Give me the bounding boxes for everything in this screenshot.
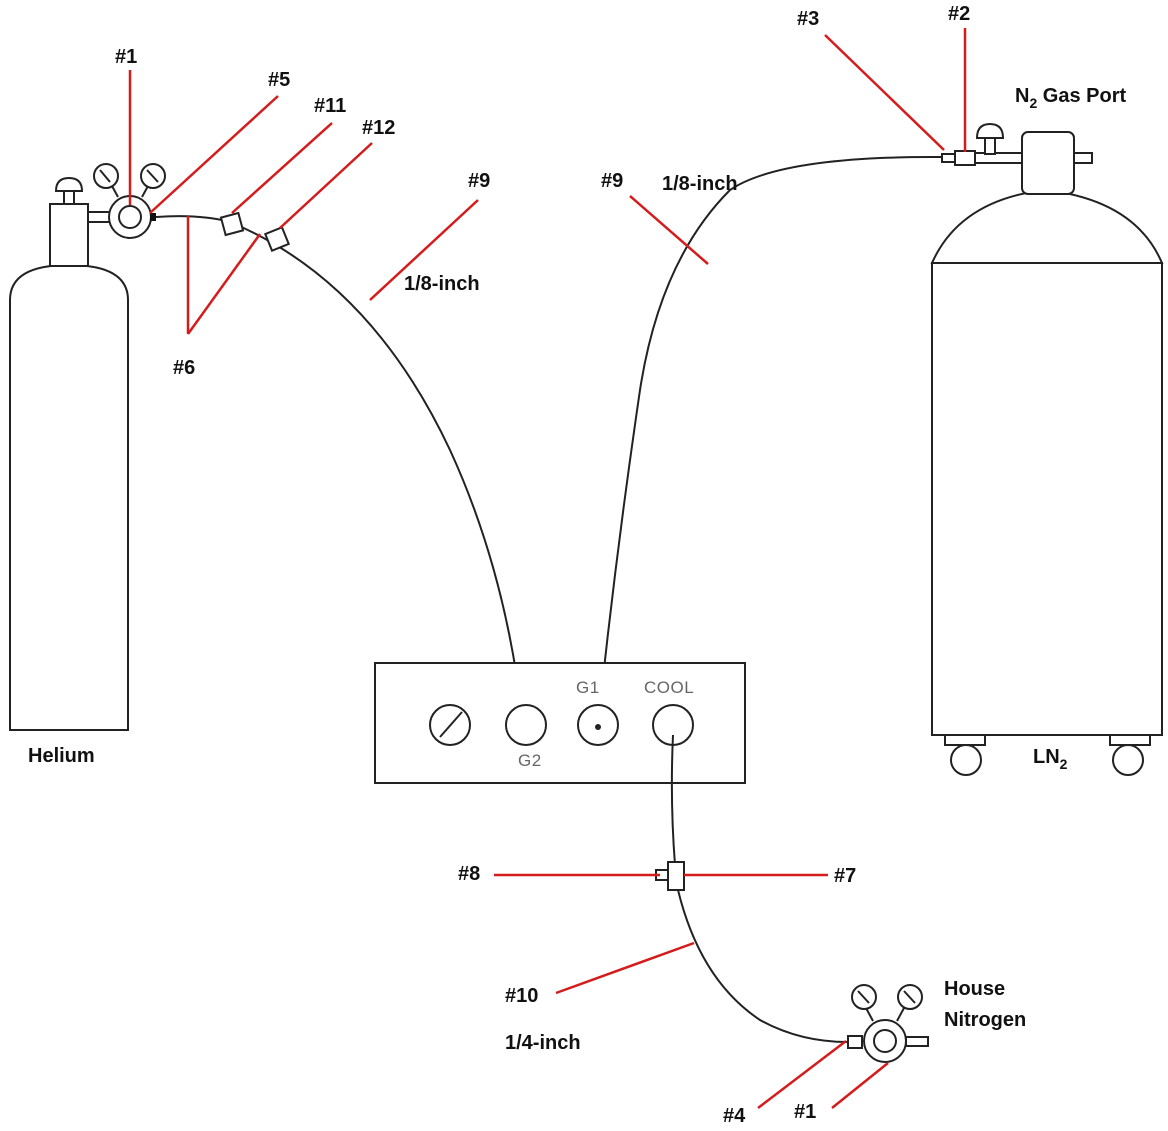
callout-1-top: #1 — [115, 46, 137, 68]
leader-10 — [555, 941, 695, 995]
helium-label: Helium — [28, 745, 95, 767]
panel-label-g2: G2 — [518, 751, 542, 770]
size-left-tube: 1/8-inch — [404, 273, 480, 295]
callout-6: #6 — [173, 357, 195, 379]
cool-tube — [670, 734, 676, 866]
leader-3 — [824, 34, 945, 151]
callout-7: #7 — [834, 865, 856, 887]
callout-3: #3 — [797, 8, 819, 30]
callout-10: #10 — [505, 985, 538, 1007]
leader-5 — [149, 95, 279, 214]
callout-1-bottom: #1 — [794, 1101, 816, 1123]
ln2-port-fitting-2 — [954, 150, 976, 166]
fitting-11 — [219, 211, 245, 237]
size-bottom-tube: 1/4-inch — [505, 1032, 581, 1054]
n2-gas-port-label: N2 Gas Port — [1015, 85, 1127, 111]
helium-regulator — [93, 163, 166, 239]
size-right-tube: 1/8-inch — [662, 173, 738, 195]
fitting-12 — [263, 225, 291, 253]
leader-6-b — [186, 233, 262, 335]
leader-1-bottom — [831, 1062, 889, 1109]
house-nitrogen-label-line2: Nitrogen — [944, 1009, 1026, 1031]
callout-5: #5 — [268, 69, 290, 91]
ln2-wheel-left — [950, 744, 982, 776]
leader-lines — [128, 28, 967, 1109]
bottom-tube-1-4-inch — [677, 889, 849, 1043]
callout-4: #4 — [723, 1105, 746, 1127]
house-nitrogen-regulator — [847, 984, 929, 1063]
panel-port-g2 — [505, 704, 547, 746]
leader-9-left — [369, 199, 479, 301]
leader-12 — [279, 142, 373, 229]
callout-9-left: #9 — [468, 170, 490, 192]
callout-8: #8 — [458, 863, 480, 885]
house-nitrogen-label-line1: House — [944, 978, 1005, 1000]
ln2-dewar — [930, 122, 1164, 776]
callout-9-right: #9 — [601, 170, 623, 192]
tee-fitting — [655, 861, 685, 891]
leader-9-right — [629, 195, 709, 265]
right-tube-1-8-inch — [597, 155, 943, 726]
leader-4 — [757, 1040, 847, 1109]
callout-2: #2 — [948, 3, 970, 25]
panel-label-cool: COOL — [644, 678, 694, 697]
callout-12: #12 — [362, 117, 395, 139]
callout-11: #11 — [314, 95, 346, 117]
ln2-port-fitting-3 — [941, 153, 956, 163]
helium-cylinder — [9, 176, 129, 731]
left-tube-1-8-inch — [155, 215, 523, 716]
leader-11 — [231, 122, 333, 214]
panel-label-g1: G1 — [576, 678, 600, 697]
control-panel: G2 G1 COOL — [374, 662, 746, 784]
ln2-wheel-right — [1112, 744, 1144, 776]
ln2-label: LN2 — [1033, 746, 1068, 772]
